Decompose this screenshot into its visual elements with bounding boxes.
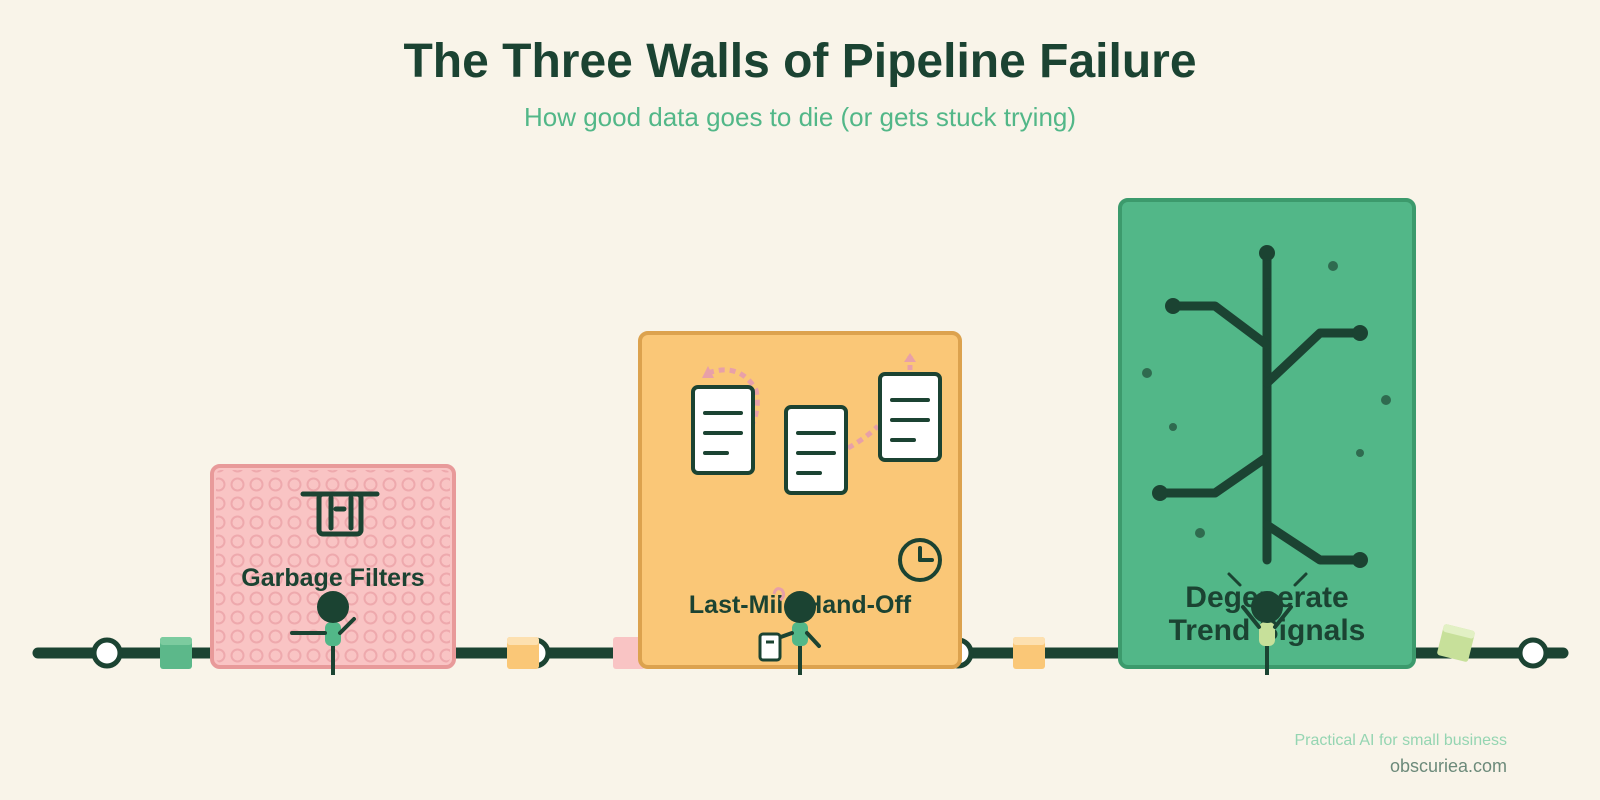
data-packet-orange bbox=[1013, 637, 1045, 669]
wall-degenerate-trend-signals: Degenerate Trend Signals bbox=[1118, 198, 1416, 675]
data-packet-green bbox=[160, 637, 192, 669]
trash-can-icon bbox=[300, 491, 380, 537]
branching-tree-icon bbox=[1155, 248, 1365, 565]
pipeline-start-node bbox=[91, 637, 123, 669]
person-figure bbox=[758, 587, 821, 675]
person-figure bbox=[1227, 572, 1308, 675]
page-title: The Three Walls of Pipeline Failure bbox=[403, 35, 1197, 88]
documents-icon bbox=[691, 353, 942, 495]
clock-icon bbox=[898, 538, 942, 582]
wall-garbage-filters: Garbage Filters bbox=[210, 464, 456, 675]
footer-tagline: Practical AI for small business bbox=[1294, 732, 1507, 749]
dot-decoration bbox=[1142, 261, 1391, 538]
data-packet-lime bbox=[1437, 624, 1475, 662]
data-packet-pink bbox=[613, 637, 645, 669]
footer-site: obscuriea.com bbox=[1389, 756, 1507, 776]
person-figure bbox=[290, 591, 356, 675]
pipeline-end-node bbox=[1517, 637, 1549, 669]
page-subtitle: How good data goes to die (or gets stuck… bbox=[523, 102, 1077, 132]
wall-last-mile-hand-off: Last-Mile Hand-Off bbox=[638, 331, 962, 675]
data-packet-orange bbox=[507, 637, 539, 669]
wall-label: Garbage Filters bbox=[241, 564, 424, 592]
